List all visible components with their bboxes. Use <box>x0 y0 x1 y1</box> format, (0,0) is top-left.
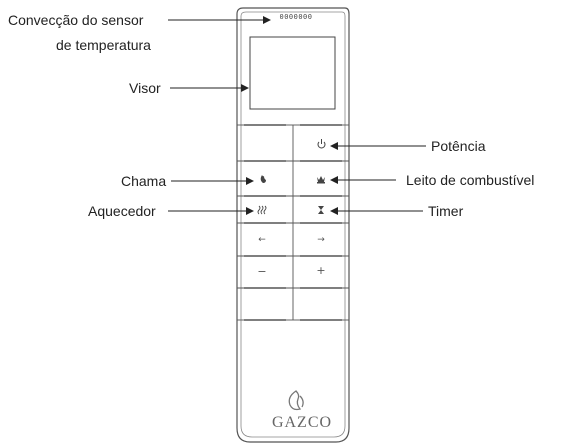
minus-button[interactable]: − <box>257 265 267 278</box>
separator-dashes <box>244 124 342 321</box>
label-display: Visor <box>129 80 161 96</box>
left-arrow-button[interactable]: ← <box>258 235 266 245</box>
label-fuel-bed: Leito de combustível <box>406 172 535 188</box>
display-screen <box>249 36 336 110</box>
brand-logo-text: GAZCO <box>271 414 333 431</box>
right-arrow-button[interactable]: → <box>317 235 325 245</box>
temperature-sensor: 0000000 <box>279 13 313 21</box>
flame-icon <box>260 175 266 183</box>
timer-icon <box>318 206 324 214</box>
label-power: Potência <box>431 138 486 154</box>
label-heater: Aquecedor <box>88 203 156 219</box>
label-timer: Timer <box>428 203 464 219</box>
label-sensor-line2: de temperatura <box>56 37 151 53</box>
power-icon <box>317 139 326 149</box>
heater-icon <box>257 205 267 215</box>
gazco-flame-logo <box>288 390 304 411</box>
fuel-bed-icon <box>317 176 325 184</box>
remote-inner-outline <box>240 11 346 438</box>
plus-button[interactable]: + <box>316 264 326 277</box>
label-sensor-line1: Convecção do sensor <box>8 12 144 28</box>
label-flame: Chama <box>121 173 167 189</box>
